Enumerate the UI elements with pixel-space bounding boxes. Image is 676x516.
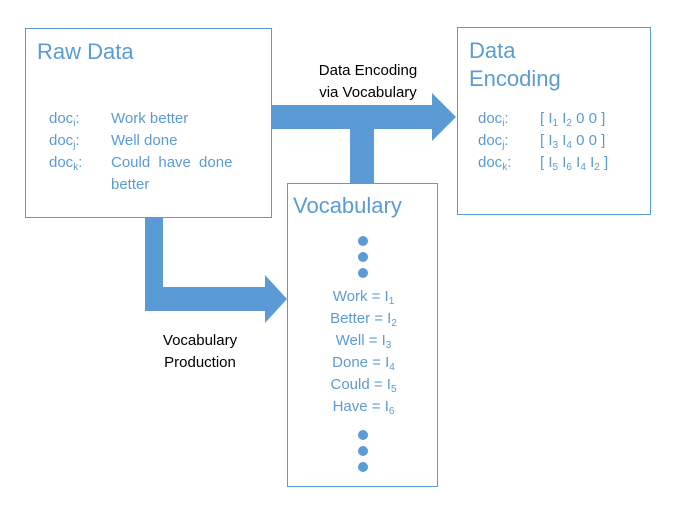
data-encoding-box: Data Encoding doci: [ I1 I2 0 0 ] docj: … — [457, 27, 651, 215]
enc-row-i-doc: doci: — [478, 110, 509, 129]
enc-row-j-vector: [ I3 I4 0 0 ] — [540, 132, 606, 151]
raw-data-title: Raw Data — [37, 39, 134, 64]
vocabulary-box: Vocabulary Work = I1 Better = I2 Well = … — [287, 183, 438, 487]
encoding-caption-line2: via Vocabulary — [319, 84, 417, 101]
vocab-entry-could: Could = I5 — [330, 376, 397, 395]
raw-row-k-text: Could have done — [111, 154, 233, 171]
enc-row-k-vector: [ I5 I6 I4 I2 ] — [540, 154, 609, 173]
ellipsis-dot-bottom-1 — [358, 430, 368, 440]
vocab-entry-done: Done = I4 — [332, 354, 395, 373]
vocabulary-stem — [350, 129, 374, 183]
ellipsis-dot-top-2 — [358, 252, 368, 262]
raw-row-i-doc: doci: — [49, 110, 80, 129]
vocabulary-title: Vocabulary — [293, 193, 402, 218]
raw-row-j-doc: docj: — [49, 132, 80, 151]
raw-row-k-doc: dock: — [49, 154, 83, 173]
raw-data-box: Raw Data doci: Work better docj: Well do… — [25, 28, 272, 218]
data-encoding-title-line1: Data — [469, 38, 516, 63]
production-caption-line1: Vocabulary — [162, 332, 238, 349]
vocab-entry-well: Well = I3 — [335, 332, 392, 351]
production-arrow — [145, 217, 287, 323]
enc-row-j-doc: docj: — [478, 132, 509, 151]
ellipsis-dot-bottom-3 — [358, 462, 368, 472]
ellipsis-dot-top-1 — [358, 236, 368, 246]
raw-row-i-text: Work better — [111, 110, 189, 127]
ellipsis-dot-top-3 — [358, 268, 368, 278]
raw-row-k-text2: better — [111, 176, 150, 193]
data-encoding-title-line2: Encoding — [469, 66, 561, 91]
production-caption-line2: Production — [164, 354, 236, 371]
vocab-entry-work: Work = I1 — [332, 288, 395, 307]
encoding-arrow — [272, 93, 456, 141]
ellipsis-dot-bottom-2 — [358, 446, 368, 456]
vocab-entry-better: Better = I2 — [330, 310, 397, 329]
raw-row-j-text: Well done — [111, 132, 178, 149]
enc-row-k-doc: dock: — [478, 154, 512, 173]
enc-row-i-vector: [ I1 I2 0 0 ] — [540, 110, 606, 129]
encoding-caption-line1: Data Encoding — [318, 62, 418, 79]
vocab-entry-have: Have = I6 — [332, 398, 395, 417]
